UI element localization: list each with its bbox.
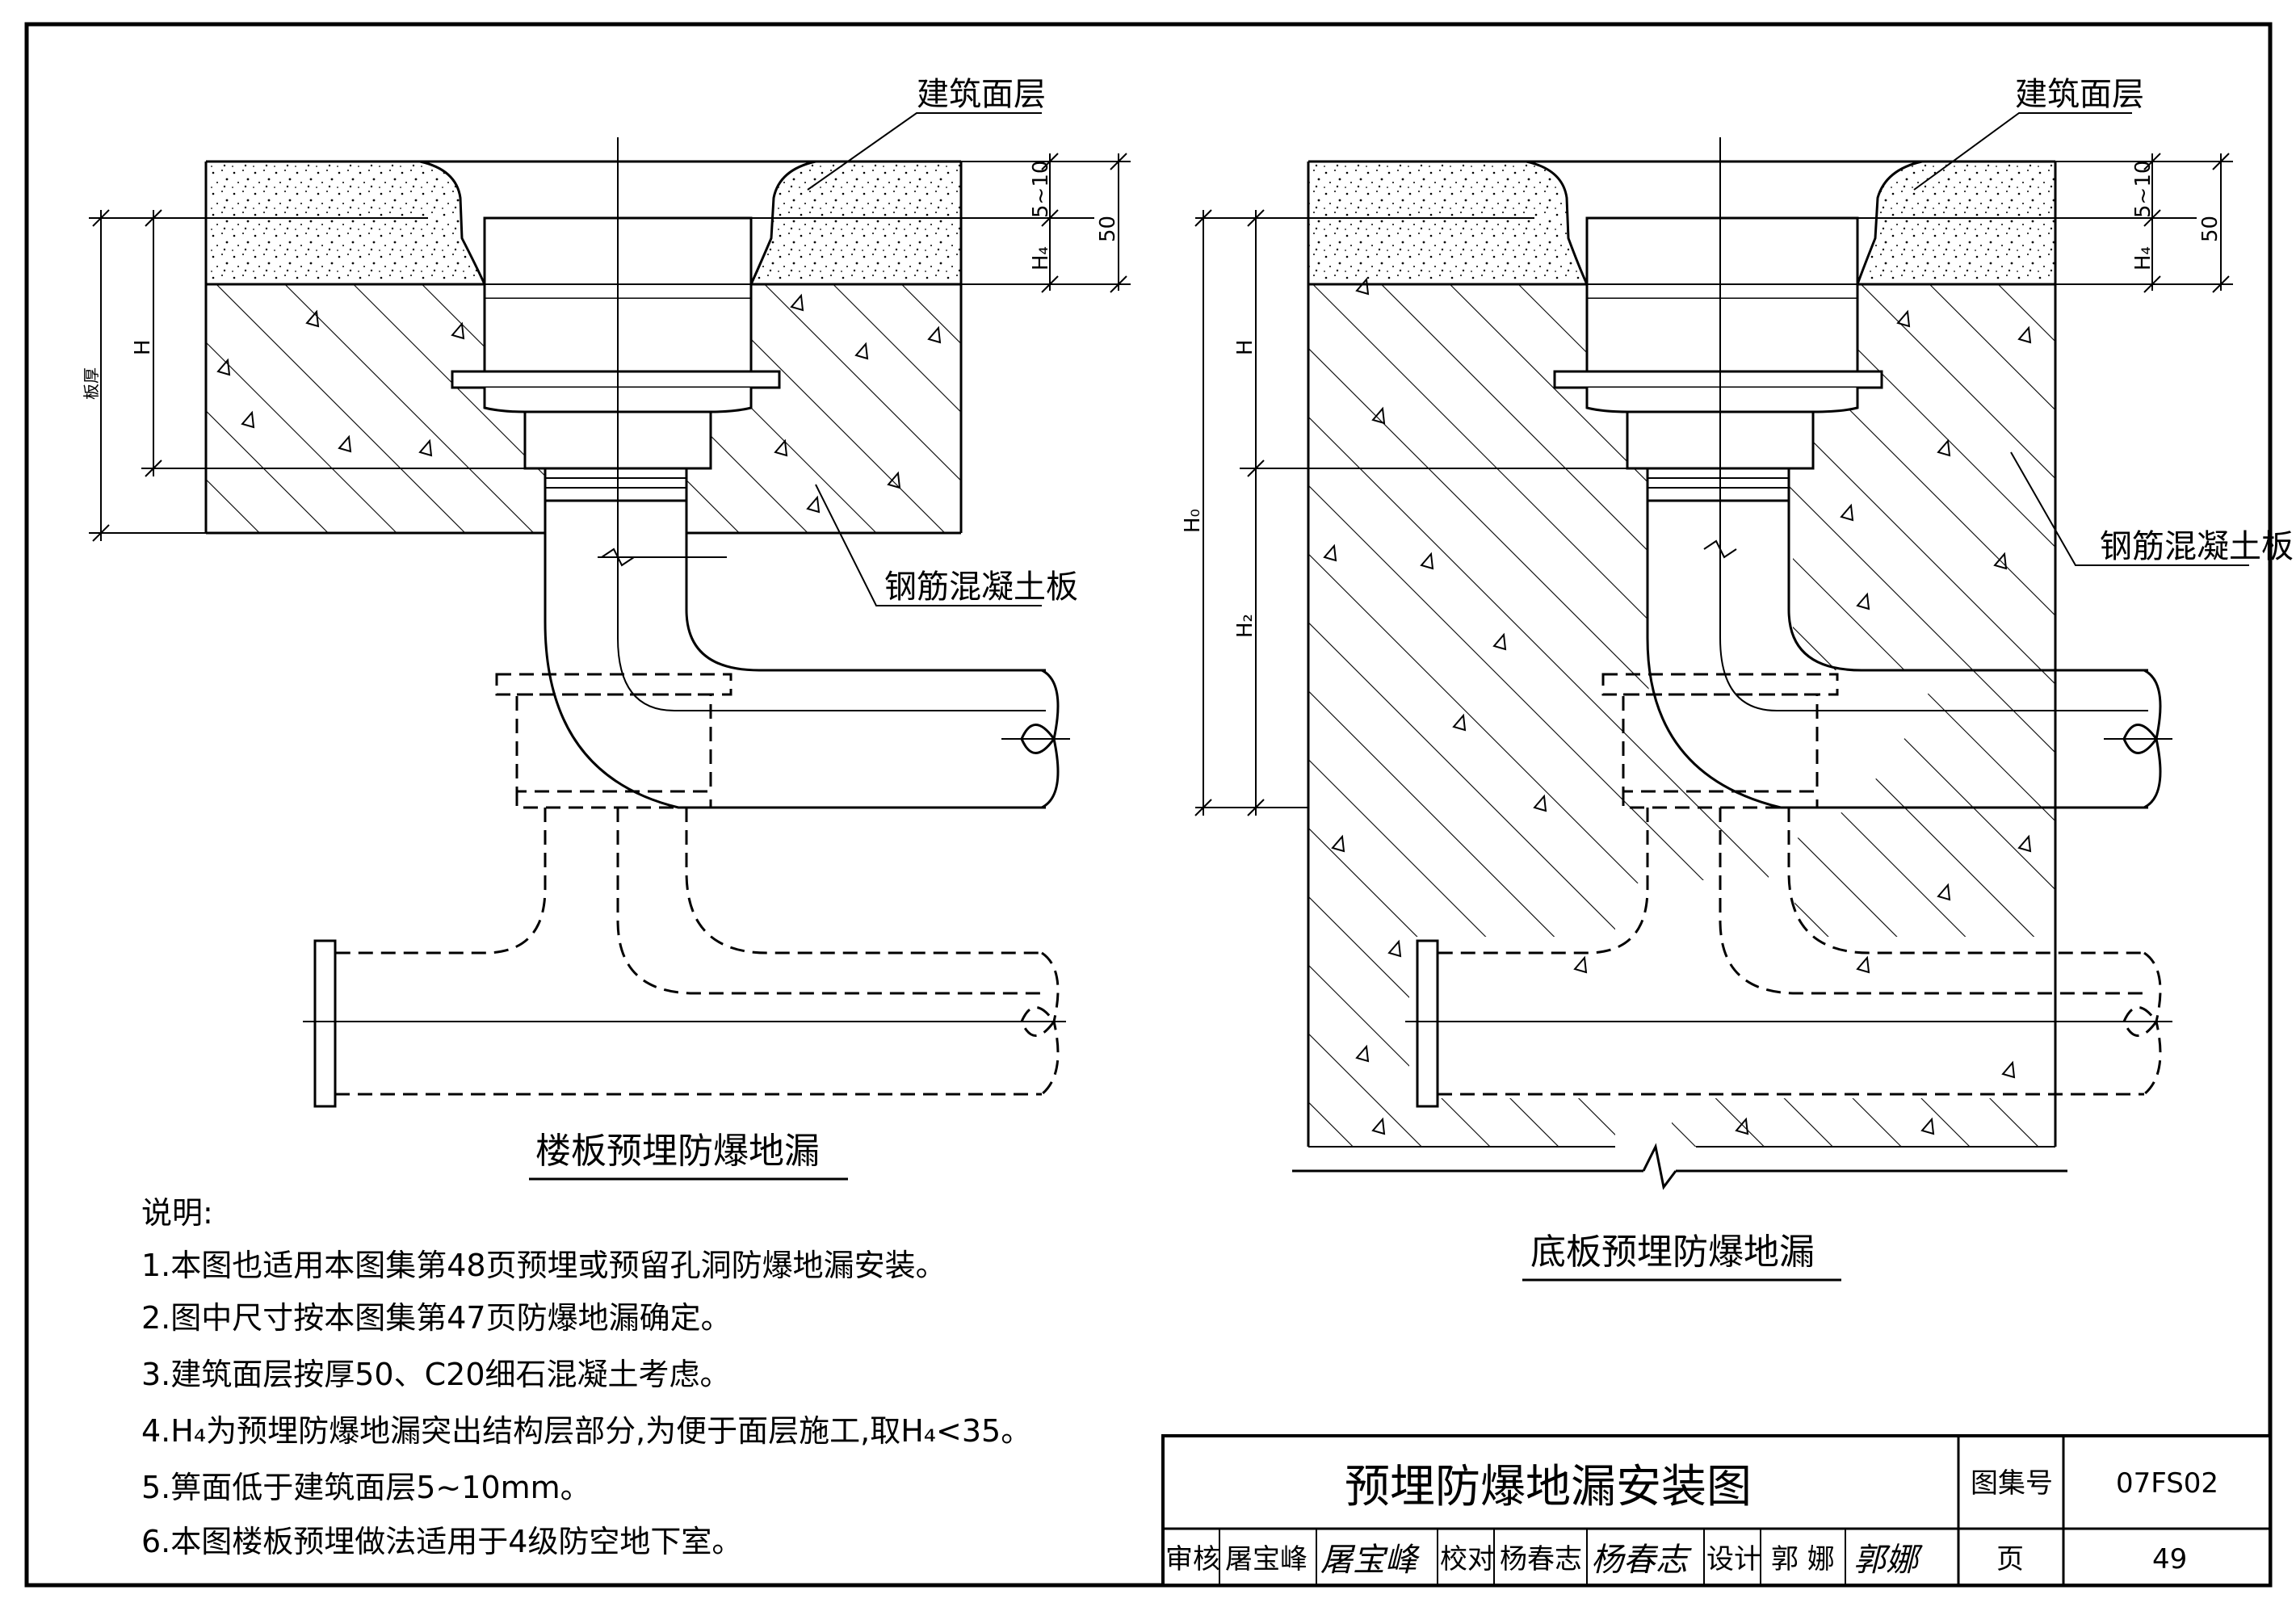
note-item: 2.图中尺寸按本图集第47页防爆地漏确定。 — [141, 1300, 732, 1336]
design-signature: 郭娜 — [1853, 1542, 1923, 1579]
note-item: 4.H₄为预埋防爆地漏突出结构层部分,为便于面层施工,取H₄<35。 — [141, 1413, 1031, 1449]
check-name: 杨春志 — [1500, 1543, 1582, 1576]
note-item: 3.建筑面层按厚50、C20细石混凝土考虑。 — [141, 1357, 731, 1392]
left-label-slab: 钢筋混凝土板 — [884, 569, 1078, 606]
left-label-surface: 建筑面层 — [917, 76, 1046, 113]
atlas-number: 07FS02 — [2116, 1467, 2218, 1500]
right-dim-h4: H₄ — [2131, 246, 2155, 271]
check-label: 校对 — [1440, 1543, 1495, 1576]
atlas-label: 图集号 — [1971, 1467, 2053, 1500]
right-floor-drain-drawing — [1194, 112, 2249, 1190]
title-block: 预埋防爆地漏安装图 图集号 07FS02 审核 屠宝峰 屠宝峰 校对 杨春志 杨… — [1161, 1434, 2272, 1587]
page-label: 页 — [1996, 1543, 2024, 1576]
left-floor-drain-drawing — [89, 112, 1131, 1108]
right-dim-h: H — [1233, 339, 1257, 355]
page-number: 49 — [2152, 1543, 2187, 1576]
check-signature: 杨春志 — [1591, 1542, 1692, 1579]
note-item: 6.本图楼板预埋做法适用于4级防空地下室。 — [141, 1524, 742, 1559]
note-item: 1.本图也适用本图集第48页预埋或预留孔洞防爆地漏安装。 — [141, 1248, 947, 1283]
right-dim-5-10: 5~10 — [2131, 161, 2155, 218]
right-dim-h2: H₂ — [1233, 614, 1257, 638]
sheet-border — [24, 22, 2273, 1588]
note-item: 5.箅面低于建筑面层5~10mm。 — [141, 1470, 591, 1505]
left-dim-h4: H₄ — [1029, 246, 1053, 271]
review-signature: 屠宝峰 — [1320, 1542, 1420, 1579]
right-label-surface: 建筑面层 — [2015, 76, 2144, 113]
right-drawing-title: 底板预埋防爆地漏 — [1530, 1231, 1815, 1273]
drawing-title: 预埋防爆地漏安装图 — [1345, 1461, 1752, 1513]
left-dim-5-10: 5~10 — [1029, 161, 1053, 218]
right-dim-50: 50 — [2198, 216, 2223, 242]
right-dim-h0: H₀ — [1181, 509, 1205, 533]
notes-block: 说明: 1.本图也适用本图集第48页预埋或预留孔洞防爆地漏安装。 2.图中尺寸按… — [141, 1195, 1031, 1559]
left-drawing-title: 楼板预埋防爆地漏 — [535, 1131, 820, 1172]
left-dim-board: 板厚 — [82, 367, 101, 400]
design-label: 设计 — [1706, 1543, 1761, 1576]
left-dim-50: 50 — [1096, 216, 1120, 242]
notes-heading: 说明: — [141, 1195, 213, 1231]
review-label: 审核 — [1165, 1543, 1220, 1576]
review-name: 屠宝峰 — [1225, 1543, 1308, 1576]
left-dim-h: H — [131, 339, 155, 355]
design-name: 郭 娜 — [1771, 1543, 1835, 1576]
right-label-slab: 钢筋混凝土板 — [2100, 528, 2294, 565]
